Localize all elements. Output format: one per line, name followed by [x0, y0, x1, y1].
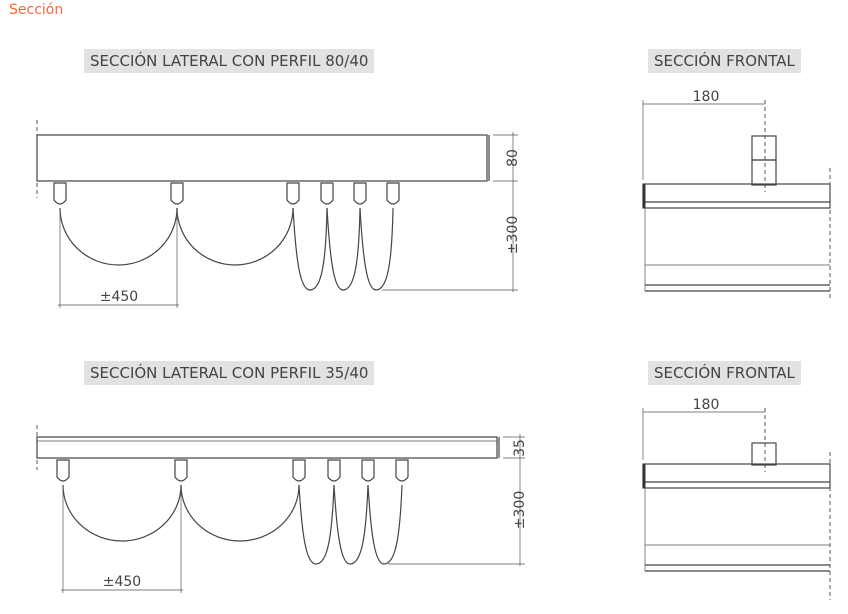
frontal-80-title: SECCIÓN FRONTAL	[648, 49, 801, 73]
profile-beam	[36, 436, 498, 459]
frontal-35-drawing: 180	[642, 397, 831, 600]
profile-section	[751, 442, 777, 466]
profile-beam	[642, 463, 831, 489]
profile-section	[751, 135, 777, 161]
page-title: Sección	[9, 2, 64, 18]
dim-height: 35	[512, 439, 528, 457]
frontal-80-drawing: 180	[642, 89, 831, 298]
lateral-35-title: SECCIÓN LATERAL CON PERFIL 35/40	[84, 361, 375, 385]
dim-drop: ±300	[512, 491, 528, 529]
dim-drop: ±300	[505, 216, 521, 254]
hooks	[56, 459, 409, 482]
lateral-80-title: SECCIÓN LATERAL CON PERFIL 80/40	[84, 49, 375, 73]
dim-spacing: ±450	[100, 289, 138, 305]
lateral-80-drawing: 80 ±300 ±450	[36, 120, 521, 308]
dim-height: 80	[505, 149, 521, 167]
dim-width: 180	[693, 397, 720, 413]
profile-beam	[642, 183, 831, 209]
frontal-35-title: SECCIÓN FRONTAL	[648, 361, 801, 385]
dim-spacing: ±450	[103, 574, 141, 590]
hooks	[53, 182, 400, 205]
dim-width: 180	[693, 89, 720, 105]
profile-beam	[36, 134, 488, 182]
curtain-folds	[59, 207, 394, 291]
curtain-folds	[62, 484, 403, 565]
lateral-35-drawing: 35 ±300 ±450	[36, 425, 528, 593]
